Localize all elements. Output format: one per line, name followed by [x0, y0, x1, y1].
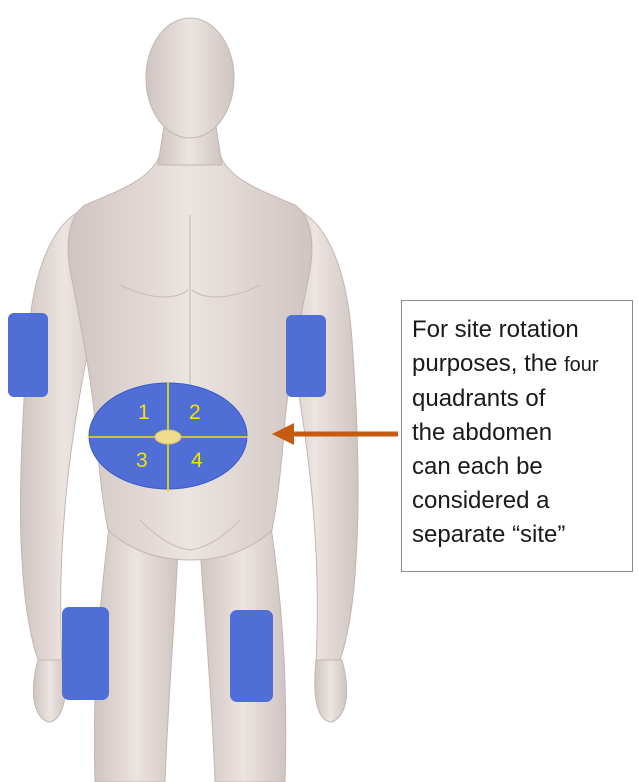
callout-line-2-small: four	[564, 354, 598, 376]
callout-line-2-main: purposes, the	[412, 350, 564, 377]
callout-line-2: purposes, the four	[412, 347, 624, 382]
callout-line-6: considered a	[412, 484, 624, 518]
site-left-upper-arm	[8, 313, 48, 397]
callout-line-7: separate “site”	[412, 518, 624, 552]
right-hand	[315, 660, 347, 722]
quadrant-label-3: 3	[136, 449, 148, 472]
callout-line-5: can each be	[412, 450, 624, 484]
left-hand	[33, 660, 66, 722]
quadrant-label-1: 1	[138, 401, 150, 424]
head	[146, 18, 234, 138]
callout-line-1: For site rotation	[412, 313, 624, 347]
callout-box: For site rotation purposes, the four qua…	[401, 300, 633, 572]
navel	[155, 430, 181, 444]
callout-line-4: the abdomen	[412, 416, 624, 450]
site-left-thigh	[62, 607, 109, 700]
site-right-thigh	[230, 610, 273, 702]
callout-line-3: quadrants of	[412, 382, 624, 416]
site-right-upper-arm	[286, 315, 326, 397]
quadrant-label-4: 4	[191, 449, 203, 472]
quadrant-label-2: 2	[189, 401, 201, 424]
